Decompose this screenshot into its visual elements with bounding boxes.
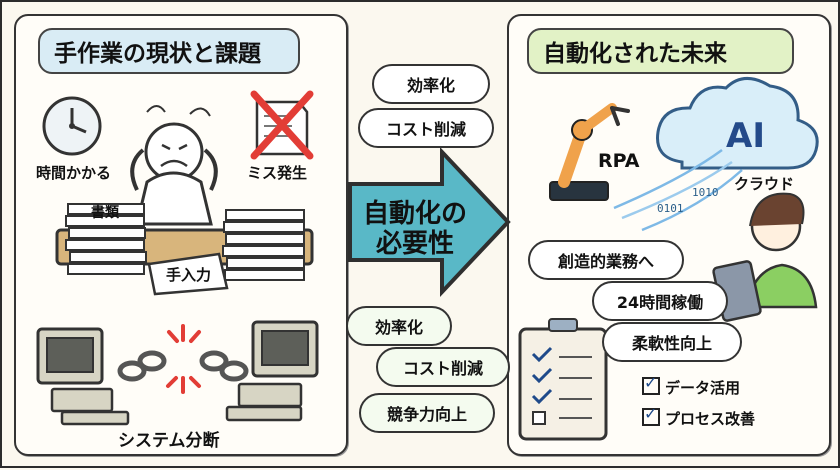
clipboard-icon [518,318,608,441]
ai-cloud-icon [656,77,819,170]
right-computer-icon [225,320,319,422]
svg-text:1010: 1010 [692,186,719,199]
competitiveness-bubble: 競争力向上 [359,393,495,433]
cost-reduction-bottom-bubble: コスト削減 [376,347,510,387]
mistake-document-icon [250,90,314,160]
current-issues-title: 手作業の現状と課題 [38,28,300,74]
flexibility-bubble: 柔軟性向上 [602,322,742,362]
automation-arrow-shape [348,146,511,298]
broken-chain-icon [117,324,249,394]
automation-arrow: 自動化の必要性 [342,152,512,292]
documents-label: 書類 [91,205,119,221]
efficiency-bottom-bubble: 効率化 [346,306,452,346]
ai-label: AI [726,116,765,156]
svg-text:0101: 0101 [657,202,684,215]
document-stack-right [222,209,305,281]
mistakes-label: ミス発生 [247,164,308,182]
system-disconnect-label: システム分断 [118,431,220,451]
cost-reduction-top-bubble: コスト削減 [358,108,494,148]
time-consuming-label: 時間かかる [36,164,112,182]
data-utilization-text: データ活用 [665,379,741,397]
checkbox-icon [642,404,660,426]
process-improvement-text: プロセス改善 [665,410,756,428]
left-computer-icon [36,327,130,426]
cloud-label: クラウド [734,175,795,193]
stressed-worker-icon [130,105,218,226]
tablet-user-icon [712,192,818,322]
data-utilization-item: データ活用 [642,373,741,398]
checkbox-icon [642,373,660,395]
process-improvement-item: プロセス改善 [642,404,756,429]
automation-necessity-text: 自動化の必要性 [362,199,467,259]
manual-input-label: 手入力 [166,266,212,284]
clock-icon [42,96,102,156]
efficiency-top-bubble: 効率化 [372,64,490,104]
robot-arm-icon [549,103,630,201]
document-stack-left [65,203,147,275]
manual-input-sheet [147,252,229,296]
always-on-bubble: 24時間稼働 [592,281,728,321]
data-stream-icon: 0101 1010 [613,148,743,232]
rpa-label: RPA [598,150,640,172]
automated-future-title: 自動化された未来 [527,28,794,74]
creative-work-bubble: 創造的業務へ [528,240,684,280]
